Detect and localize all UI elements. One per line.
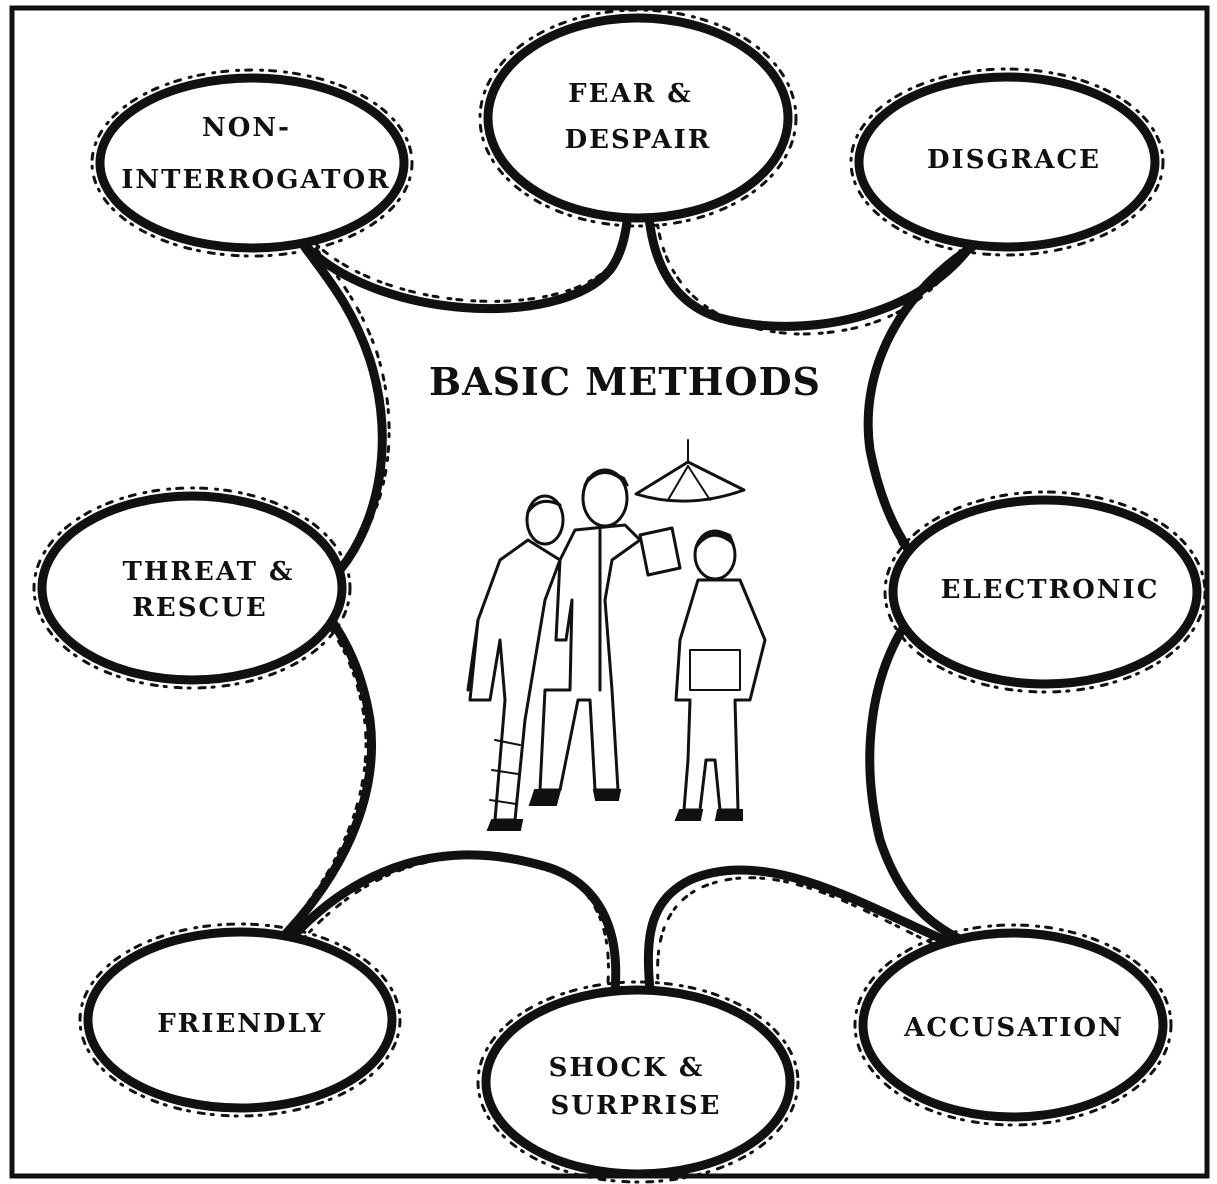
label-threat-rescue: THREAT & RESCUE (122, 557, 305, 623)
label-disgrace-line-1: DISGRACE (927, 145, 1101, 175)
label-shock-surprise: SHOCK & SURPRISE (549, 1053, 722, 1121)
interrogation-scene-icon (466, 439, 767, 831)
label-accusation-line-1: ACCUSATION (903, 1013, 1124, 1043)
connectors (270, 200, 990, 995)
bubble-roughness (32, 8, 1207, 1184)
connector-roughness (266, 208, 982, 984)
label-disgrace: DISGRACE (927, 145, 1101, 175)
method-bubbles (37, 13, 1202, 1179)
method-labels: NON- INTERROGATOR FEAR & DESPAIR DISGRAC… (121, 79, 1160, 1121)
label-friendly-line-1: FRIENDLY (157, 1009, 327, 1039)
label-electronic: ELECTRONIC (941, 575, 1160, 605)
left-figure-icon (466, 494, 565, 831)
connector-accusation-shock (643, 865, 990, 995)
connector-disgrace-electronic (863, 240, 980, 557)
label-fear-despair-line-1: FEAR & (568, 79, 693, 109)
diagram-title: BASIC METHODS (429, 359, 821, 404)
connector-friendly-threat (270, 613, 376, 950)
bubble-non-interrogator (95, 73, 409, 253)
connector-noninterrogator-fear (295, 200, 633, 313)
hanging-lamp-icon (634, 439, 746, 503)
right-figure-icon (674, 529, 767, 821)
bubble-fear-despair (483, 13, 793, 223)
bubble-threat-rescue (37, 491, 347, 685)
bubble-shock-surprise (481, 985, 795, 1179)
label-electronic-line-1: ELECTRONIC (941, 575, 1160, 605)
connector-shock-friendly (280, 850, 621, 995)
label-friendly: FRIENDLY (157, 1009, 327, 1039)
label-shock-surprise-line-1: SHOCK & (549, 1053, 705, 1083)
label-threat-rescue-line-1: THREAT & (122, 557, 294, 587)
bubble-friendly (83, 927, 397, 1113)
label-accusation: ACCUSATION (903, 1013, 1124, 1043)
connector-threat-noninterrogator (295, 235, 387, 575)
label-non-interrogator: NON- INTERROGATOR (121, 113, 391, 195)
label-fear-despair-line-2: DESPAIR (565, 125, 712, 155)
label-fear-despair: FEAR & DESPAIR (565, 79, 712, 155)
bubble-disgrace (854, 72, 1160, 252)
label-threat-rescue-line-2: RESCUE (132, 593, 267, 623)
bubble-electronic (888, 495, 1202, 689)
bubble-accusation (858, 928, 1168, 1122)
center-figure-icon (528, 468, 682, 806)
label-non-interrogator-line-2: INTERROGATOR (121, 165, 391, 195)
label-non-interrogator-line-1: NON- (202, 113, 291, 143)
label-shock-surprise-line-2: SURPRISE (551, 1091, 722, 1121)
